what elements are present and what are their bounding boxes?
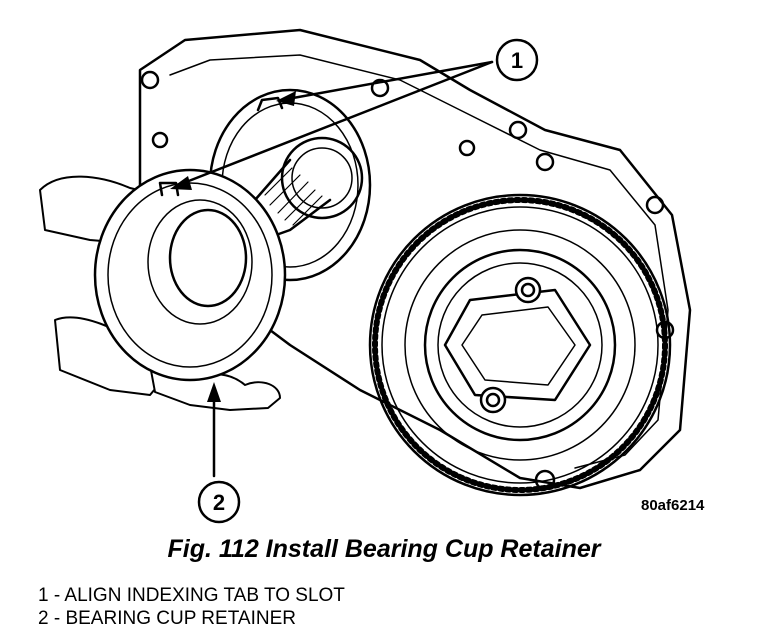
callout-2-label: 2 [213, 490, 225, 515]
callout-leaders [174, 60, 494, 478]
hex-hub [443, 276, 592, 414]
technical-illustration: 1 2 [39, 28, 692, 524]
ring-gear [368, 193, 672, 497]
bearing-cup-retainer [93, 168, 287, 382]
legend-item: 2 - BEARING CUP RETAINER [38, 608, 296, 629]
callout-1: 1 [495, 38, 539, 82]
legend-item: 1 - ALIGN INDEXING TAB TO SLOT [38, 585, 345, 606]
figure-code: 80af6214 [641, 497, 705, 514]
arrowhead [276, 91, 296, 106]
legend: 1 - ALIGN INDEXING TAB TO SLOT 2 - BEARI… [38, 584, 345, 630]
callout-1-label: 1 [511, 48, 523, 73]
callout-2: 2 [197, 480, 241, 524]
figure-caption: Fig. 112 Install Bearing Cup Retainer [167, 535, 601, 563]
arrowhead [207, 382, 221, 402]
arrowhead [170, 176, 192, 190]
indexing-slot [256, 96, 284, 112]
